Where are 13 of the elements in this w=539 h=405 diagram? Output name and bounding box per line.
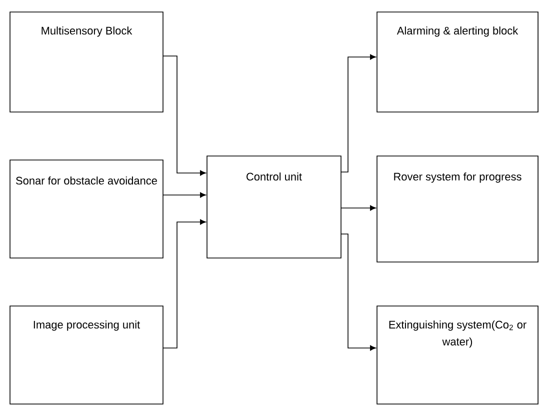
- block-box: Image processing unit: [10, 306, 164, 404]
- arrow: [340, 205, 376, 211]
- block-box: Multisensory Block: [10, 12, 164, 112]
- arrow: [162, 192, 206, 198]
- block-box: Rover system for progress: [376, 156, 538, 262]
- arrow: [340, 234, 376, 351]
- block-box: Extinguishing system(Co$_{2}$ or water): [376, 306, 538, 404]
- arrow: [162, 56, 206, 176]
- block-box: Sonar for obstacle avoidance: [10, 160, 164, 258]
- arrow: [340, 54, 376, 172]
- arrow: [162, 219, 206, 348]
- block-box: Alarming & alerting block: [376, 12, 538, 112]
- control-box: Control unit: [206, 156, 342, 258]
